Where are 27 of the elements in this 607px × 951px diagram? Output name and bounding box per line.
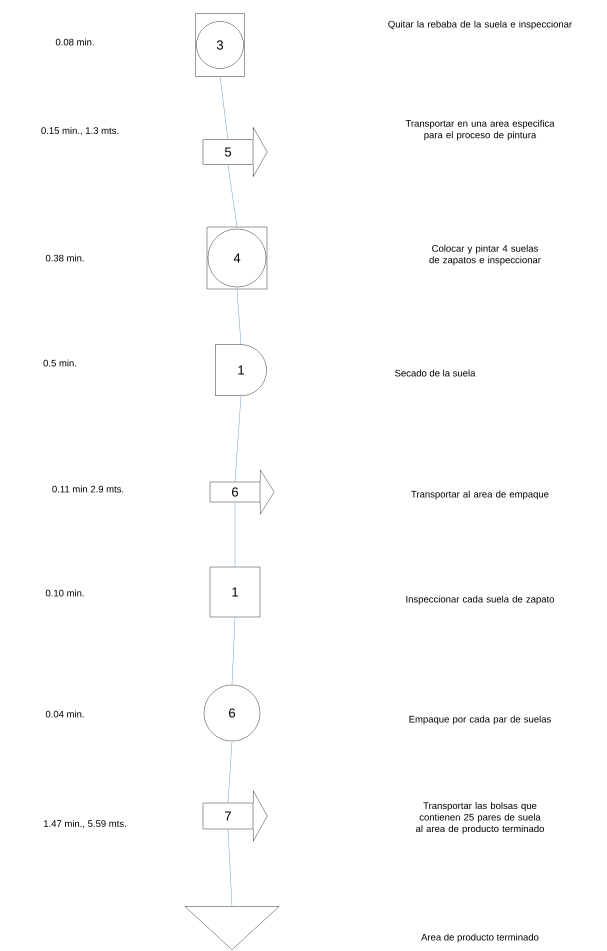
connector-line	[228, 829, 232, 906]
description-text: Secado de la suela	[395, 370, 476, 376]
connector-line	[232, 617, 236, 685]
description-text: Inspeccionar cada suela de zapato	[406, 596, 554, 604]
description-text: Quitar la rebaba de la suela e inspeccionar	[388, 20, 572, 30]
time-label: 0.15 min., 1.3 mts.	[41, 126, 118, 136]
time-label: 0.08 min.	[56, 38, 94, 46]
description-text: Transportar al area de empaque	[411, 490, 549, 500]
time-label: 0.11 min 2.9 mts.	[52, 486, 124, 492]
description-text: Empaque por cada par de suelas	[409, 716, 551, 724]
storage-triangle	[184, 906, 280, 950]
time-label: 0.10 min.	[46, 590, 84, 596]
connector-line	[228, 741, 232, 803]
connector-line	[234, 396, 242, 482]
time-label: 1.47 min., 5.59 mts.	[44, 820, 126, 828]
time-label: 0.04 min.	[46, 710, 84, 718]
description-text: Area de producto terminado	[421, 934, 538, 942]
connector-line	[228, 164, 238, 227]
connector-line	[234, 502, 236, 567]
time-label: 0.5 min.	[43, 360, 76, 366]
description-text: Transportar en una area especifica para el proceso de pintura	[406, 120, 555, 140]
time-label: 0.38 min.	[46, 254, 84, 262]
connector-line	[236, 289, 242, 344]
inspection-box: 1	[210, 566, 260, 618]
description-text: Colocar y pintar 4 suelas de zapatos e inspeccionar	[429, 244, 541, 266]
connector-line	[220, 76, 228, 140]
description-text: Transportar las bolsas que contienen 25 pares de suela al area de producto terminado	[416, 802, 544, 834]
